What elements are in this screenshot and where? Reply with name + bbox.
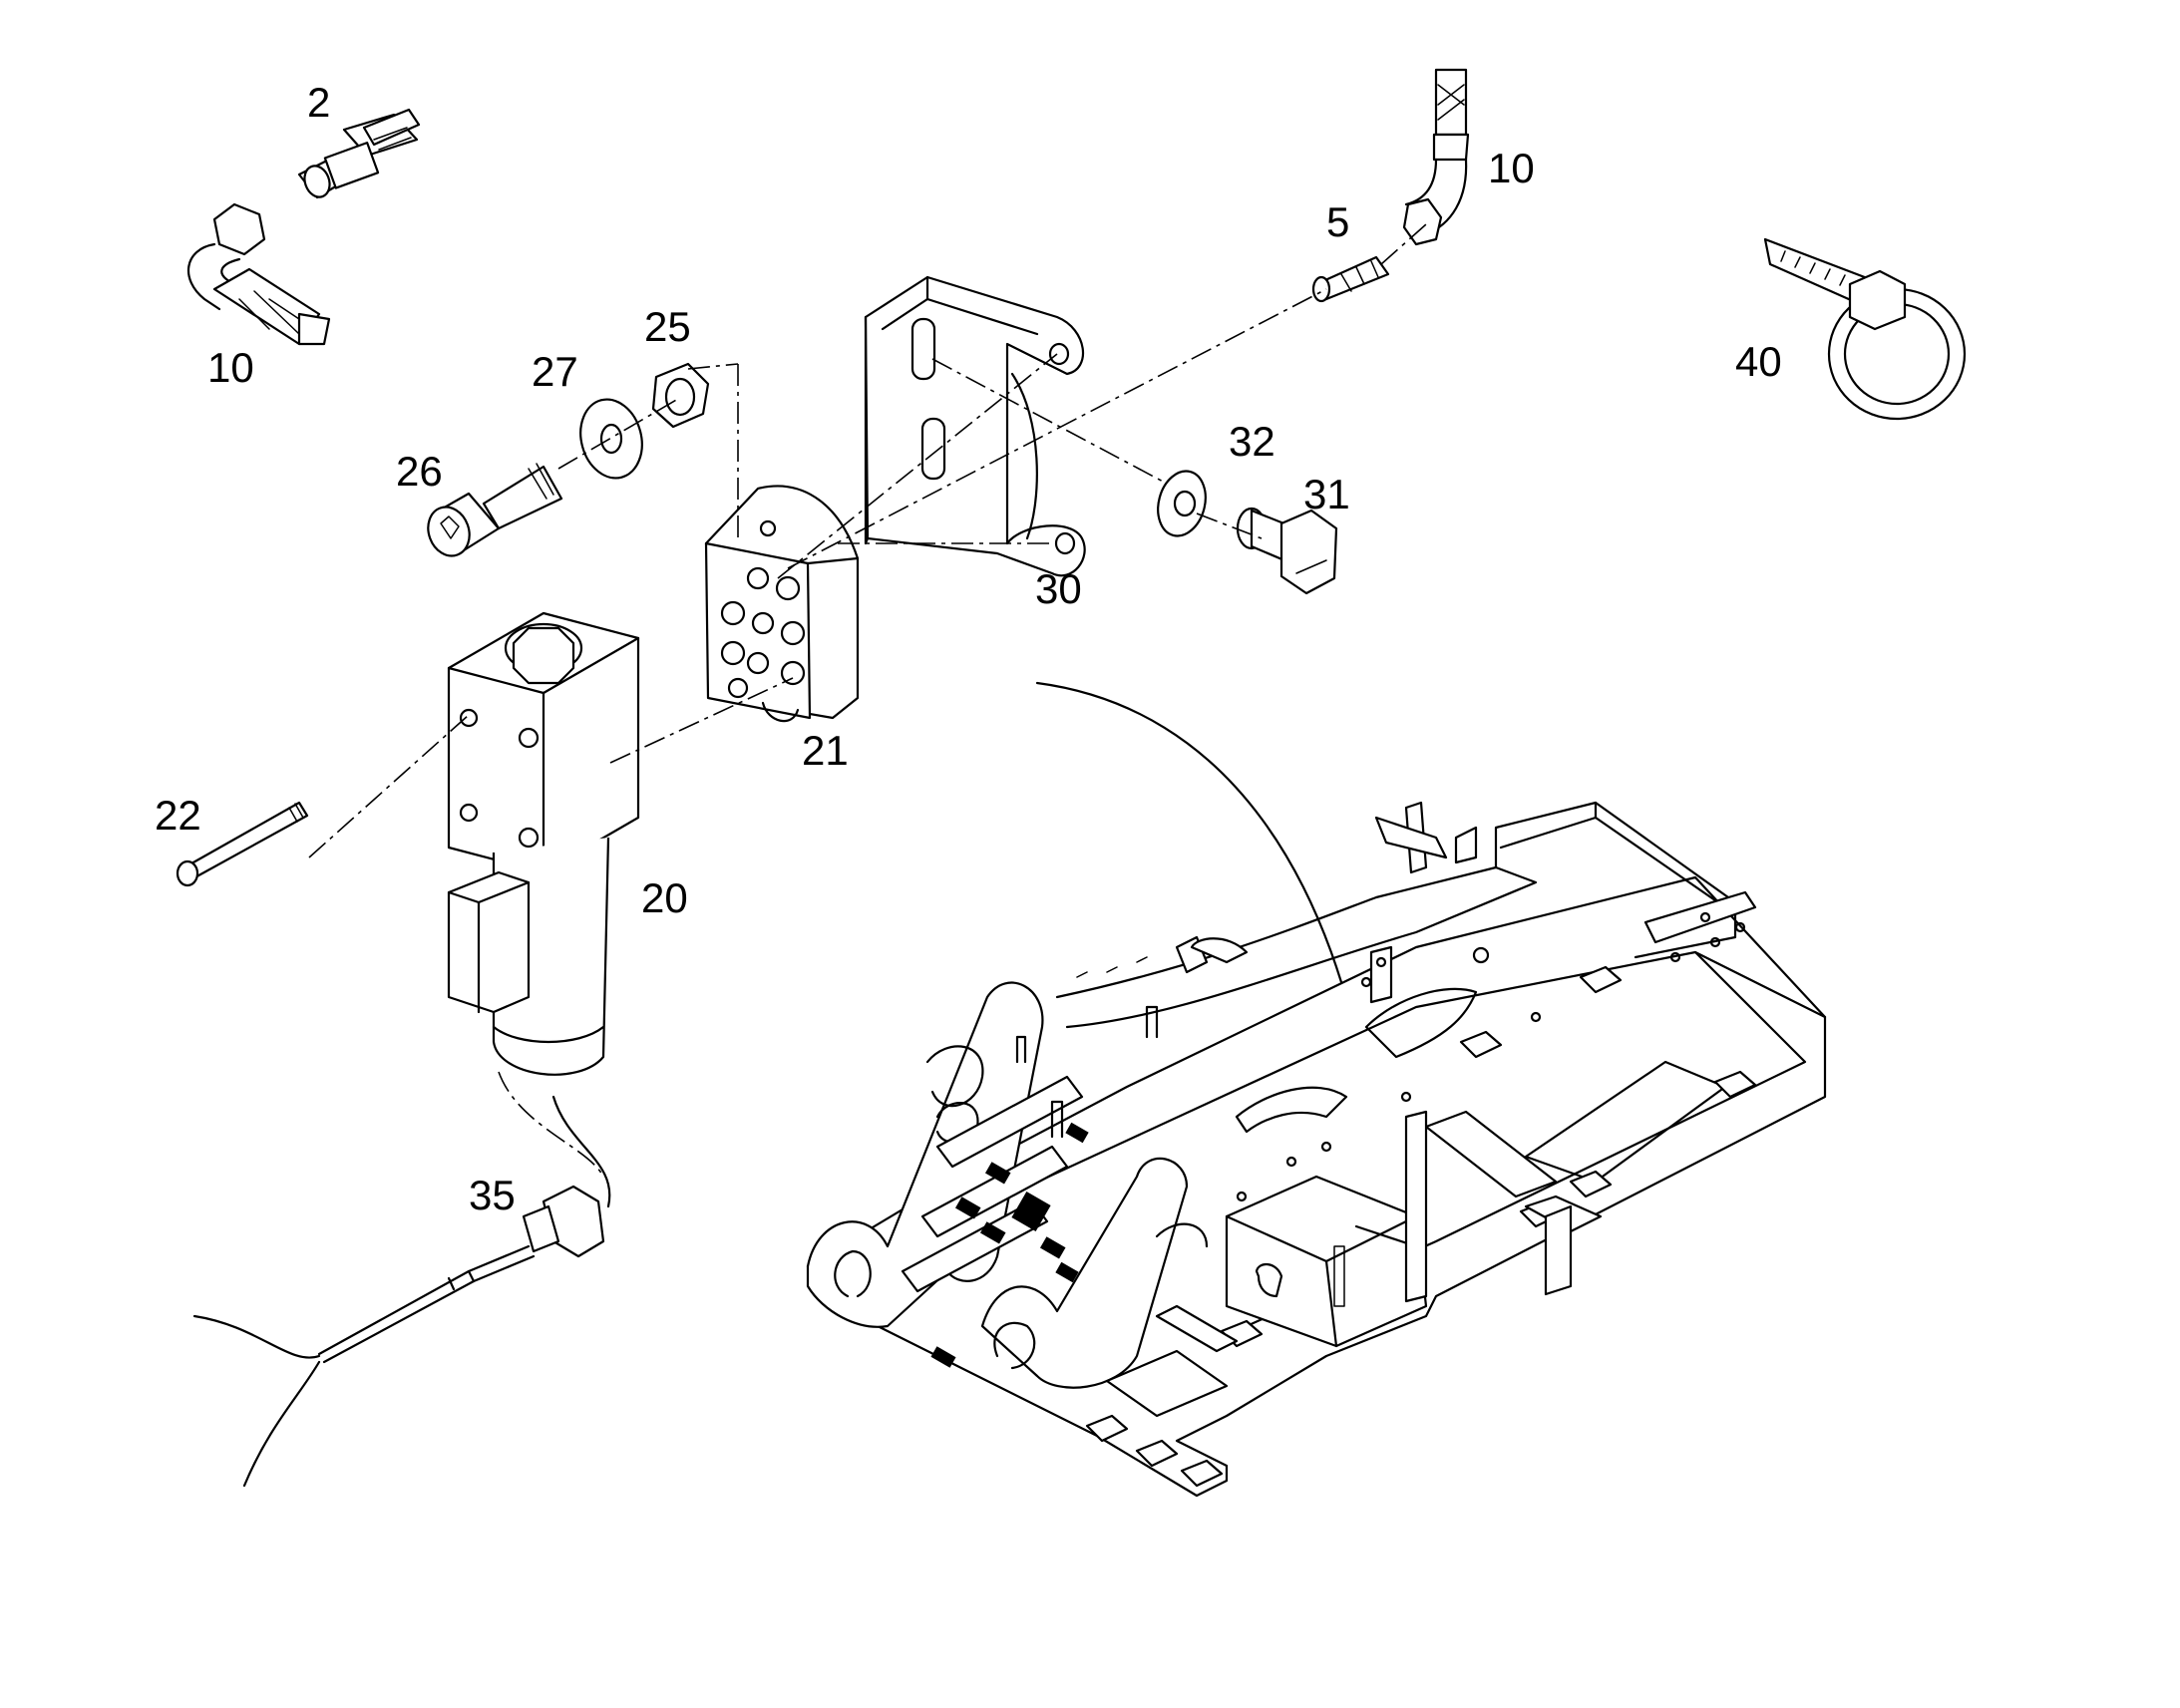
assembly-lines [308,223,1427,1178]
part-30-bracket [864,275,1086,577]
callout-40: 40 [1735,338,1782,385]
callout-10-right: 10 [1488,145,1535,191]
callout-31: 31 [1303,471,1350,517]
part-26-bolt [427,463,563,557]
part-21-manifold [704,485,860,723]
callout-5: 5 [1326,198,1349,245]
callout-21: 21 [802,727,849,774]
callout-27: 27 [532,348,578,395]
part-5-fitting [1311,255,1390,303]
callout-25: 25 [644,303,691,350]
machine-chassis [806,801,1827,1498]
callout-30: 30 [1035,565,1082,612]
part-20-solenoid-valve [447,611,640,1076]
callout-32: 32 [1229,418,1275,465]
callout-26: 26 [396,448,443,495]
part-2-fitting [297,108,421,199]
callout-labels: 2 10 10 5 40 25 27 26 32 31 30 21 22 20 … [155,79,1782,1218]
part-10-hose-left [186,202,331,346]
part-32-washer [1157,470,1207,537]
part-40-cable-tie [1763,237,1967,421]
callout-22: 22 [155,792,201,839]
part-35-connector [192,1095,611,1488]
callout-35: 35 [469,1172,516,1218]
callout-10-left: 10 [207,344,254,391]
part-10-hose-right [1402,68,1470,246]
part-31-bolt [1236,507,1338,595]
part-27-washer [579,398,643,480]
part-22-bolt [176,801,309,887]
part-25-nut [651,362,710,429]
callout-20: 20 [641,874,688,921]
callout-2: 2 [307,79,330,126]
